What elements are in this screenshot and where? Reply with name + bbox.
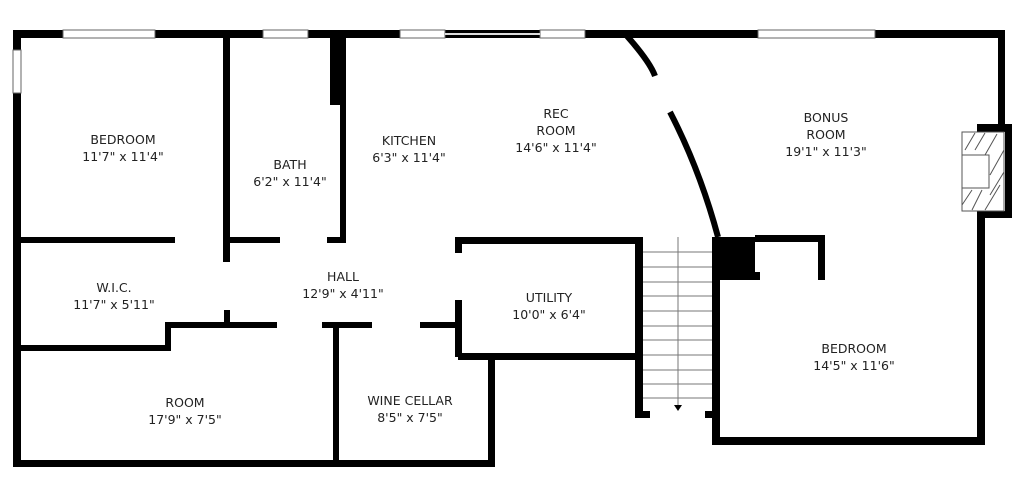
room-text: ROOM — [536, 123, 576, 138]
room-text: KITCHEN — [381, 133, 437, 148]
wall-bottom — [13, 460, 495, 467]
room-label-bedroom: BEDROOM 11'7" x 11'4" — [82, 131, 163, 165]
room-text: BONUS — [803, 110, 849, 125]
room-label-room: ROOM 17'9" x 7'5" — [148, 394, 221, 428]
room-text: BEDROOM — [90, 132, 156, 147]
room-text: UTILITY — [525, 290, 573, 305]
curved-wall — [667, 110, 721, 238]
room-text: 6'2" x 11'4" — [253, 174, 327, 189]
room-text: REC — [543, 106, 569, 121]
room-label-bonus-room: BONUS ROOM 19'1" x 11'3" — [785, 109, 866, 160]
window — [12, 49, 22, 94]
column — [718, 237, 755, 280]
room-text: 12'9" x 4'11" — [302, 286, 384, 301]
room-text: 11'7" x 5'11" — [73, 297, 155, 312]
room-text: ROOM — [806, 127, 846, 142]
room-label-utility: UTILITY 10'0" x 6'4" — [512, 289, 585, 323]
room-text: 11'7" x 11'4" — [82, 149, 164, 164]
wall-left — [13, 30, 21, 467]
stair-arrow-icon — [674, 405, 682, 411]
room-text: 8'5" x 7'5" — [377, 410, 443, 425]
room-label-kitchen: KITCHEN 6'3" x 11'4" — [372, 132, 445, 166]
room-text: 17'9" x 7'5" — [148, 412, 222, 427]
room-label-wic: W.I.C. 11'7" x 5'11" — [73, 279, 154, 313]
window — [262, 29, 309, 39]
room-text: 14'6" x 11'4" — [515, 140, 597, 155]
window — [399, 29, 446, 39]
room-label-hall: HALL 12'9" x 4'11" — [302, 268, 383, 302]
stairs — [643, 237, 712, 405]
room-label-bath: BATH 6'2" x 11'4" — [253, 156, 326, 190]
room-label-wine-cellar: WINE CELLAR 8'5" x 7'5" — [367, 392, 452, 426]
room-label-bedroom-2: BEDROOM 14'5" x 11'6" — [813, 340, 894, 374]
room-text: HALL — [327, 269, 359, 284]
room-text: 10'0" x 6'4" — [512, 307, 586, 322]
window — [62, 29, 156, 39]
window — [539, 29, 586, 39]
room-text: BEDROOM — [821, 341, 887, 356]
room-text: 6'3" x 11'4" — [372, 150, 446, 165]
room-text: BATH — [273, 157, 307, 172]
window — [757, 29, 876, 39]
room-text: ROOM — [165, 395, 205, 410]
room-label-rec-room: REC ROOM 14'6" x 11'4" — [515, 105, 596, 156]
room-text: 14'5" x 11'6" — [813, 358, 895, 373]
room-text: 19'1" x 11'3" — [785, 144, 867, 159]
wall-top — [13, 30, 625, 38]
room-text: WINE CELLAR — [367, 393, 453, 408]
room-text: W.I.C. — [96, 280, 132, 295]
fireplace-icon — [961, 131, 1005, 212]
